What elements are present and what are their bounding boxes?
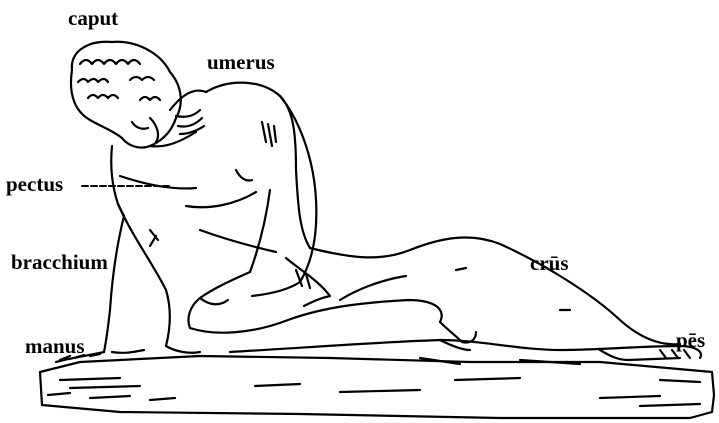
label-manus: manus xyxy=(25,336,85,357)
statue-base xyxy=(40,356,714,418)
label-pectus: pectus xyxy=(6,174,63,195)
label-umerus: umerus xyxy=(207,52,275,73)
label-bracchium: bracchium xyxy=(11,252,108,273)
label-pes: pēs xyxy=(676,330,705,351)
label-caput: caput xyxy=(68,8,118,29)
torso xyxy=(111,83,310,252)
right-arm xyxy=(188,96,316,328)
bent-leg xyxy=(190,237,680,344)
neck xyxy=(170,91,206,134)
head xyxy=(71,42,181,148)
label-crus: crūs xyxy=(530,253,569,274)
